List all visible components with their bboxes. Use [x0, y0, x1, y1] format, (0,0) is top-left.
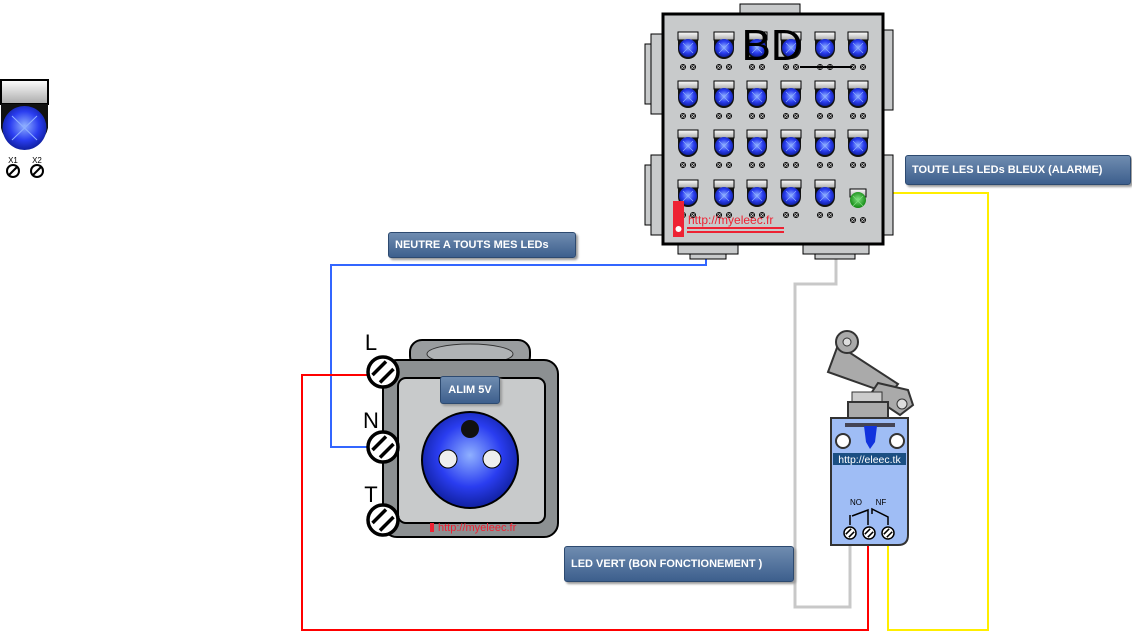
screw-terminal: [690, 162, 696, 168]
screw-terminal: [759, 212, 765, 218]
blue-led: [814, 129, 836, 168]
neutral-wire: [330, 255, 707, 448]
screw-terminal: [860, 162, 866, 168]
screw-terminal: [716, 64, 722, 70]
blue-led: [677, 80, 699, 119]
screw-terminal: [793, 212, 799, 218]
screw-terminal: [749, 64, 755, 70]
green-led-label: LED VERT (BON FONCTIONEMENT ): [564, 546, 794, 582]
socket-url: http://myeleec.fr: [438, 522, 517, 534]
screw-terminal: [759, 64, 765, 70]
screw-terminal: [366, 355, 400, 389]
screw-terminal: [726, 212, 732, 218]
switch-nf-label: NF: [876, 498, 887, 507]
screw-terminal: [759, 162, 765, 168]
screw-terminal: [827, 212, 833, 218]
box-title: BD: [741, 21, 802, 70]
screw-terminal: [850, 217, 856, 223]
screw-terminal: [793, 162, 799, 168]
neutral-label: NEUTRE A TOUTS MES LEDs: [388, 232, 576, 258]
screw-terminal: [716, 162, 722, 168]
blue-led: [677, 31, 699, 70]
box-url: http://myeleec.fr: [688, 213, 773, 227]
screw-terminal: [817, 162, 823, 168]
screw-terminal: [783, 64, 789, 70]
blue-led: [780, 31, 802, 70]
blue-led: [746, 129, 768, 168]
power-label: ALIM 5V: [440, 376, 500, 404]
distribution-box: BD http://myeleec.fr: [644, 3, 894, 260]
power-socket: http://myeleec.fr L N T: [363, 330, 559, 538]
terminal-n-label: N: [363, 408, 379, 433]
screw-terminal: [827, 113, 833, 119]
screw-terminal: [860, 64, 866, 70]
screw-terminal: [759, 113, 765, 119]
screw-terminal: [860, 113, 866, 119]
blue-led: [780, 80, 802, 119]
blue-led: [713, 129, 735, 168]
screw-terminal: [793, 113, 799, 119]
green-led: [849, 188, 867, 223]
screw-terminal: [843, 526, 857, 540]
blue-led: [746, 80, 768, 119]
limit-switch: http://eleec.tk NO NF: [826, 330, 915, 546]
screw-terminal: [690, 113, 696, 119]
screw-terminal: [881, 526, 895, 540]
alarm-wire: [887, 192, 989, 631]
screw-terminal: [690, 212, 696, 218]
screw-terminal: [793, 64, 799, 70]
common-wire: [793, 255, 852, 609]
blue-led: [713, 80, 735, 119]
screw-terminal: [726, 64, 732, 70]
led-grid: [677, 31, 869, 223]
alarm-label: TOUTE LES LEDs BLEUX (ALARME): [905, 155, 1131, 185]
screw-terminal: [749, 212, 755, 218]
screw-terminal: [783, 212, 789, 218]
screw-terminal: [817, 212, 823, 218]
screw-terminal: [716, 212, 722, 218]
screw-terminal: [726, 162, 732, 168]
blue-led: [713, 179, 735, 218]
led-symbol: X1 X2: [0, 79, 49, 178]
screw-terminal: [680, 113, 686, 119]
screw-terminal: [860, 217, 866, 223]
x2-label: X2: [32, 156, 42, 165]
blue-led: [847, 129, 869, 168]
screw-terminal: [716, 113, 722, 119]
screw-terminal: [749, 162, 755, 168]
screw-terminal: [680, 64, 686, 70]
blue-led: [847, 80, 869, 119]
terminal-l-label: L: [365, 330, 377, 355]
screw-terminal: [726, 113, 732, 119]
blue-led: [713, 31, 735, 70]
x1-label: X1: [8, 156, 18, 165]
blue-led: [780, 129, 802, 168]
screw-terminal: [827, 162, 833, 168]
screw-terminal: [783, 113, 789, 119]
screw-terminal: [366, 503, 400, 537]
blue-led: [780, 179, 802, 218]
screw-terminal: [817, 113, 823, 119]
screw-terminal: [749, 113, 755, 119]
screw-terminal: [850, 113, 856, 119]
screw-terminal: [680, 162, 686, 168]
switch-no-label: NO: [850, 498, 862, 507]
switch-url: http://eleec.tk: [838, 454, 901, 466]
blue-led: [814, 179, 836, 218]
blue-led: [746, 179, 768, 218]
screw-terminal: [850, 162, 856, 168]
terminal-t-label: T: [364, 482, 377, 507]
blue-led: [814, 80, 836, 119]
blue-led: [677, 129, 699, 168]
blue-led: [814, 31, 836, 70]
screw-terminal: [366, 430, 400, 464]
screw-terminal: [690, 64, 696, 70]
blue-led: [746, 31, 768, 70]
screw-terminal: [862, 526, 876, 540]
live-wire: [301, 374, 869, 631]
screw-terminal: [783, 162, 789, 168]
